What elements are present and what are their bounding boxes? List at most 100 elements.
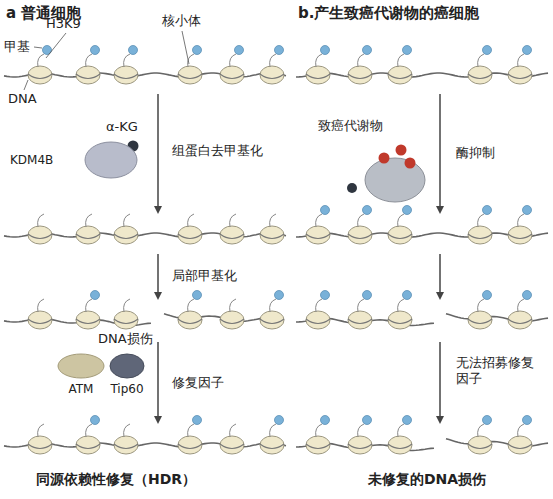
histone-tail <box>188 424 194 437</box>
dna-strands <box>4 46 548 455</box>
dna-wrap <box>508 444 532 449</box>
process-arrow <box>157 342 159 420</box>
nucleosome <box>114 226 138 244</box>
histone-tail <box>270 214 276 227</box>
dna-wrap <box>468 234 492 239</box>
label-text: 致癌代谢物 <box>318 118 383 134</box>
label-text: 组蛋白去甲基化 <box>172 143 263 159</box>
nucleosome <box>76 226 100 244</box>
dna-wrap <box>306 444 330 449</box>
label-text: α-KG <box>106 119 138 135</box>
dna-wrap <box>114 319 138 324</box>
histone-tail <box>398 299 404 312</box>
nucleosome <box>348 66 372 84</box>
histone-tail <box>316 214 322 227</box>
dna-wrap <box>28 319 52 324</box>
histone-tail <box>316 299 322 312</box>
histone-tail <box>124 54 130 67</box>
dna-wrap <box>260 234 284 239</box>
histone-tail <box>358 214 364 227</box>
process-arrow <box>439 254 441 296</box>
methyl-group <box>523 291 532 300</box>
nucleosome <box>306 226 330 244</box>
nucleosome <box>388 226 412 244</box>
label-text: 同源依赖性修复（HDR） <box>36 471 196 489</box>
nucleosome <box>508 311 532 329</box>
dna-wrap <box>220 444 244 449</box>
histone-tail <box>230 299 236 312</box>
nucleosome <box>28 436 52 454</box>
inhibited-enzyme <box>365 158 425 202</box>
dna-wrap <box>306 234 330 239</box>
dna-wrap <box>388 74 412 79</box>
histone-tail <box>124 299 130 312</box>
nucleosome <box>508 436 532 454</box>
histone-tail <box>124 424 130 437</box>
nucleosome <box>76 311 100 329</box>
methyl-group <box>363 416 372 425</box>
nucleosome <box>114 436 138 454</box>
dna-wrap <box>178 74 202 79</box>
dna-wrap <box>28 74 52 79</box>
dna-wrap <box>76 319 100 324</box>
dna-wrap <box>178 444 202 449</box>
enzyme-node: ATM <box>56 352 106 396</box>
nucleosome <box>28 226 52 244</box>
nucleosome <box>388 311 412 329</box>
methyl-group <box>321 291 330 300</box>
methyl-group <box>91 46 100 55</box>
enzyme-body <box>85 142 137 178</box>
label-text: 酶抑制 <box>456 145 495 161</box>
histone-tail <box>270 54 276 67</box>
histone-tail <box>188 214 194 227</box>
histone-tail <box>316 424 322 437</box>
histone-tail <box>478 54 484 67</box>
nucleosome <box>306 66 330 84</box>
methyl-group <box>483 206 492 215</box>
histone-tail <box>230 214 236 227</box>
methyl-group <box>91 416 100 425</box>
dna-wrap <box>348 319 372 324</box>
label-text: 修复因子 <box>172 375 224 391</box>
dna-wrap <box>508 74 532 79</box>
label-text: b.产生致癌代谢物的癌细胞 <box>298 4 479 23</box>
dna-wrap <box>468 444 492 449</box>
methyl-group <box>321 416 330 425</box>
nucleosome <box>76 436 100 454</box>
histone-tail <box>398 214 404 227</box>
leader-line <box>46 33 66 58</box>
methyl-group <box>363 206 372 215</box>
methyl-group <box>321 46 330 55</box>
nucleosome <box>260 66 284 84</box>
histone-tail <box>398 424 404 437</box>
dna-wrap <box>508 319 532 324</box>
label-text: 无法招募修复因子 <box>456 355 536 388</box>
dna-wrap <box>76 444 100 449</box>
dna-strand <box>446 314 548 322</box>
nucleosome <box>178 226 202 244</box>
nucleosome <box>508 66 532 84</box>
dna-wrap <box>508 234 532 239</box>
label-text: DNA <box>6 91 39 107</box>
histone-tail <box>270 299 276 312</box>
label-text: DNA损伤 <box>96 331 155 347</box>
leader-line <box>34 47 42 48</box>
methyl-group <box>483 416 492 425</box>
methyl-group <box>235 46 244 55</box>
enzyme-node: KDM4B <box>10 140 138 180</box>
methyl-group <box>321 206 330 215</box>
nucleosome <box>76 66 100 84</box>
nucleosome <box>468 66 492 84</box>
leader-line <box>182 31 189 64</box>
histone-tail <box>316 54 322 67</box>
dna-wrap <box>76 234 100 239</box>
histone-tail <box>38 214 44 227</box>
nucleosome <box>260 311 284 329</box>
nucleosome <box>178 436 202 454</box>
histone-tail <box>478 424 484 437</box>
dna-wrap <box>468 74 492 79</box>
dna-wrap <box>114 444 138 449</box>
histone-tail <box>518 214 524 227</box>
oncometabolite-dot <box>405 158 416 169</box>
